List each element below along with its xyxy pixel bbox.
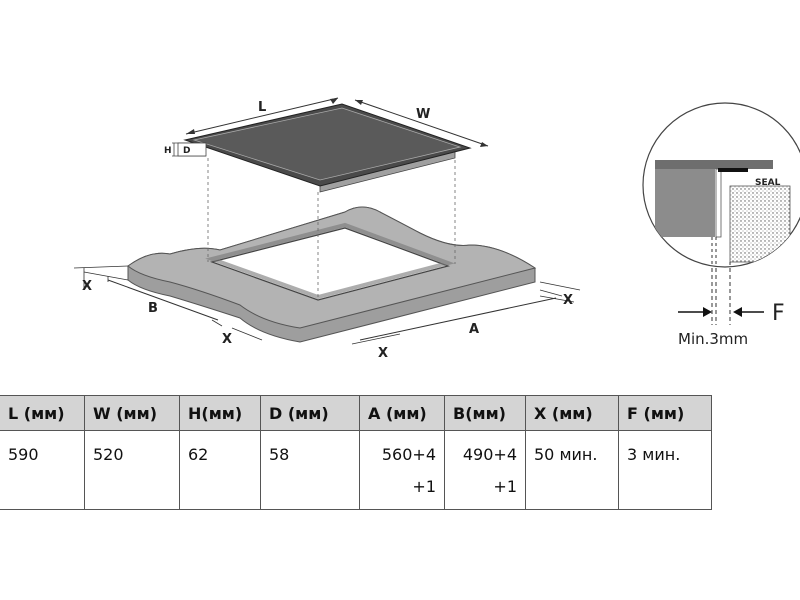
label-h: H xyxy=(164,146,172,156)
header-a: A (мм) xyxy=(359,395,445,431)
worktop xyxy=(127,206,537,343)
seal-detail: SEAL xyxy=(642,102,800,268)
height-depth-detail: H D xyxy=(164,142,207,157)
table-row: 590 520 62 58 560+4 +1 490+4 +1 50 мин. … xyxy=(0,430,712,510)
cell-w: 520 xyxy=(84,430,180,510)
cell-h: 62 xyxy=(179,430,261,510)
header-h: H(мм) xyxy=(179,395,261,431)
gap-lines xyxy=(711,268,731,325)
cell-d: 58 xyxy=(260,430,360,510)
label-x-left: X xyxy=(82,279,92,294)
header-f: F (мм) xyxy=(618,395,712,431)
dimension-l: L xyxy=(185,97,339,135)
cell-x: 50 мин. xyxy=(525,430,619,510)
table-header-row: L (мм) W (мм) H(мм) D (мм) A (мм) B(мм) … xyxy=(0,395,712,431)
label-x-front-left: X xyxy=(222,332,232,347)
header-b: B(мм) xyxy=(444,395,526,431)
label-b: B xyxy=(148,301,158,316)
dimension-x-front-left: X xyxy=(222,327,263,347)
arrow-right-icon xyxy=(703,307,712,317)
cell-b: 490+4 +1 xyxy=(444,430,526,510)
label-f: F xyxy=(772,301,785,326)
header-w: W (мм) xyxy=(84,395,180,431)
label-x-front-mid: X xyxy=(378,346,388,361)
header-d: D (мм) xyxy=(260,395,360,431)
hob xyxy=(183,103,472,193)
dimension-a: A xyxy=(359,289,563,341)
dimension-x-front-mid: X xyxy=(351,333,401,361)
label-a: A xyxy=(469,322,479,337)
dimension-b: B xyxy=(107,276,223,327)
dimensions-table: L (мм) W (мм) H(мм) D (мм) A (мм) B(мм) … xyxy=(0,395,712,510)
gap-arrows: F Min.3mm xyxy=(678,301,785,348)
label-l: L xyxy=(258,100,266,115)
label-seal: SEAL xyxy=(755,178,781,188)
cell-a: 560+4 +1 xyxy=(359,430,445,510)
dimension-w: W xyxy=(354,99,489,147)
projection-lines xyxy=(207,158,456,300)
dimension-x-left: X xyxy=(73,265,129,294)
label-w: W xyxy=(416,107,430,122)
header-x: X (мм) xyxy=(525,395,619,431)
label-x-right: X xyxy=(563,293,573,308)
label-d: D xyxy=(183,146,190,156)
header-l: L (мм) xyxy=(0,395,85,431)
cell-l: 590 xyxy=(0,430,85,510)
cell-f: 3 мин. xyxy=(618,430,712,510)
dimension-x-right: X xyxy=(539,281,581,308)
arrow-left-icon xyxy=(733,307,742,317)
label-min-gap: Min.3mm xyxy=(678,330,748,348)
installation-diagram: H D L W X B X X xyxy=(73,97,800,361)
